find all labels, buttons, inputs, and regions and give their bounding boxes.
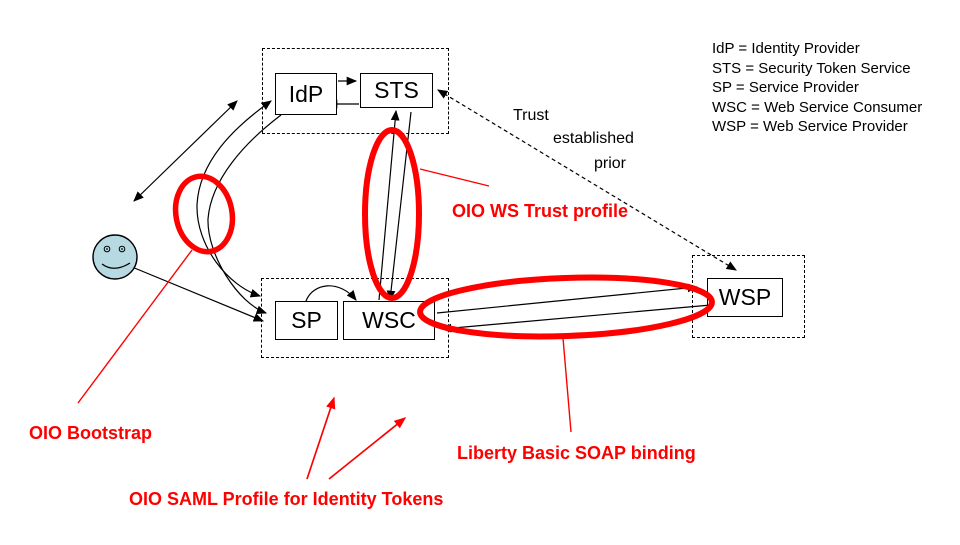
legend: IdP = Identity Provider STS = Security T… bbox=[712, 39, 922, 137]
legend-line-sts: STS = Security Token Service bbox=[712, 59, 911, 77]
ws-trust-highlight-ellipse bbox=[362, 127, 422, 301]
bootstrap-highlight-ellipse bbox=[172, 173, 236, 255]
user-smiley-icon bbox=[92, 234, 138, 280]
saml-pointer-arrow-1 bbox=[306, 396, 336, 480]
smiley-right-eye bbox=[118, 245, 126, 253]
wsc-box: WSC bbox=[343, 301, 435, 340]
smiley-right-pupil bbox=[121, 248, 123, 250]
soap-binding-highlight-ellipse bbox=[417, 274, 715, 340]
wsp-box: WSP bbox=[707, 278, 783, 317]
sp-box-label: SP bbox=[291, 307, 322, 333]
legend-line-sp: SP = Service Provider bbox=[712, 79, 859, 97]
soap-binding-label: Liberty Basic SOAP binding bbox=[457, 443, 696, 463]
soap-binding-pointer-line bbox=[562, 337, 572, 433]
wsc-wsp-arrow bbox=[436, 283, 699, 314]
wsc-box-label: WSC bbox=[362, 307, 416, 333]
trust-note-line-1: Trust bbox=[513, 107, 549, 124]
legend-line-wsp: WSP = Web Service Provider bbox=[712, 118, 908, 136]
ws-trust-profile-label: OIO WS Trust profile bbox=[452, 201, 629, 221]
trust-note-line-3: prior bbox=[594, 155, 627, 172]
wsp-wsc-arrow bbox=[440, 304, 712, 333]
user-idp-two-way-arrow bbox=[133, 100, 238, 202]
smiley-left-eye bbox=[103, 245, 111, 253]
sts-box-label: STS bbox=[374, 77, 419, 103]
sts-wsc-arrow bbox=[386, 111, 412, 302]
smiley-face-circle bbox=[92, 234, 138, 280]
bootstrap-label: OIO Bootstrap bbox=[29, 423, 153, 443]
legend-line-wsc: WSC = Web Service Consumer bbox=[712, 98, 923, 116]
saml-profile-label: OIO SAML Profile for Identity Tokens bbox=[129, 489, 444, 509]
sts-box: STS bbox=[360, 73, 433, 108]
legend-line-idp: IdP = Identity Provider bbox=[712, 40, 860, 57]
wsp-box-label: WSP bbox=[718, 284, 772, 310]
smiley-left-pupil bbox=[106, 248, 108, 250]
sp-idp-curve-arrow bbox=[196, 100, 272, 298]
saml-pointer-arrow-2 bbox=[328, 417, 407, 480]
idp-box: IdP bbox=[275, 73, 337, 115]
smiley-mouth bbox=[101, 262, 131, 269]
ws-trust-pointer-line bbox=[419, 168, 490, 187]
trust-established-dashed-arrow bbox=[437, 89, 737, 271]
bootstrap-pointer-line bbox=[77, 249, 193, 404]
idp-sts-group-frame bbox=[262, 48, 449, 134]
wsc-sts-arrow bbox=[378, 109, 400, 301]
sp-box: SP bbox=[275, 301, 338, 340]
idp-box-label: IdP bbox=[288, 80, 324, 107]
trust-note-line-2: established bbox=[553, 130, 634, 147]
user-sp-arrow bbox=[131, 266, 265, 322]
